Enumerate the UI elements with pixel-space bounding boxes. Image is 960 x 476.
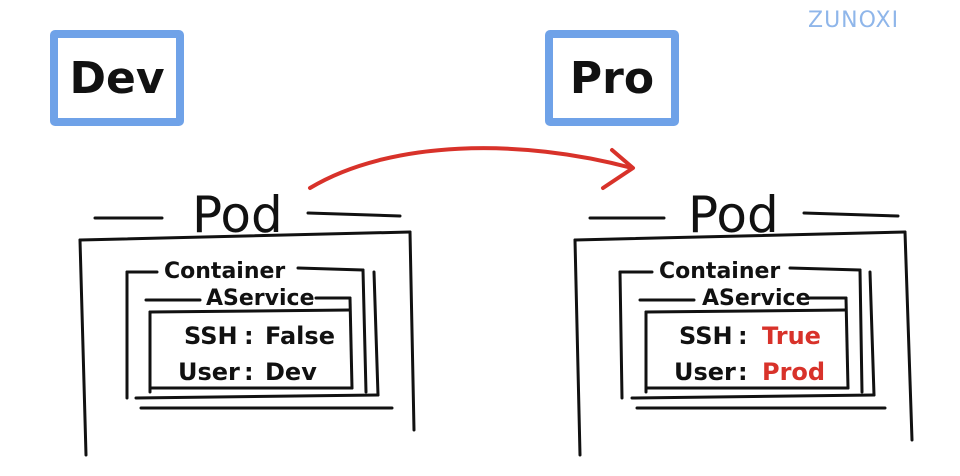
watermark: ZUNOXI: [808, 8, 900, 33]
env-label-dev: Dev: [69, 52, 165, 104]
pod-frame-left: [573, 238, 582, 457]
container-frame-right-outer: [868, 270, 876, 397]
container-label-dev: Container: [164, 259, 285, 284]
pod-dev: [78, 211, 416, 457]
container-frame-right: [858, 268, 864, 394]
pod-pro: [573, 211, 914, 457]
ssh-key-dev: SSH: [184, 322, 238, 350]
pod-frame-top-right: [802, 211, 900, 218]
pod-label-pro: Pod: [688, 186, 779, 244]
user-value-dev: Dev: [265, 358, 317, 386]
ssh-sep-dev: :: [244, 322, 254, 350]
container-frame-top-right: [788, 266, 862, 272]
ssh-value-dev: False: [265, 322, 335, 350]
ssh-sep-pro: :: [738, 322, 748, 350]
container-label-pro: Container: [659, 259, 780, 284]
ssh-value-pro: True: [762, 322, 821, 350]
env-label-pro: Pro: [569, 52, 655, 104]
container-frame-top-right: [296, 266, 365, 272]
user-sep-pro: :: [738, 358, 748, 386]
container-frame-right: [361, 268, 368, 394]
service-frame-inner-top: [644, 308, 848, 314]
service-frame-right: [844, 296, 850, 390]
service-label-dev: AService: [206, 286, 315, 311]
user-value-pro: Prod: [762, 358, 825, 386]
pod-frame-right: [408, 230, 416, 432]
user-sep-dev: :: [244, 358, 254, 386]
arrow-head: [601, 148, 635, 190]
pod-frame-left: [78, 238, 88, 457]
ssh-key-pro: SSH: [679, 322, 733, 350]
pod-frame-top-right: [306, 211, 402, 218]
pod-frame-inner-top: [573, 230, 907, 242]
container-frame-right-outer: [372, 270, 380, 397]
transition-arrow: [308, 146, 635, 190]
pod-label-dev: Pod: [192, 186, 283, 244]
env-box-pro: Pro: [545, 30, 679, 126]
pod-frame-right: [903, 230, 914, 442]
container-frame-bottom: [134, 393, 380, 400]
service-label-pro: AService: [702, 286, 811, 311]
service-frame-right: [348, 296, 354, 390]
container-frame-left: [618, 270, 624, 400]
user-key-pro: User: [674, 358, 736, 386]
user-key-dev: User: [178, 358, 240, 386]
pod-frame-inner-top: [78, 230, 412, 242]
env-box-dev: Dev: [50, 30, 184, 126]
arrow-shaft: [308, 146, 634, 190]
service-frame-inner-top: [148, 308, 352, 314]
container-frame-bottom: [630, 393, 876, 400]
